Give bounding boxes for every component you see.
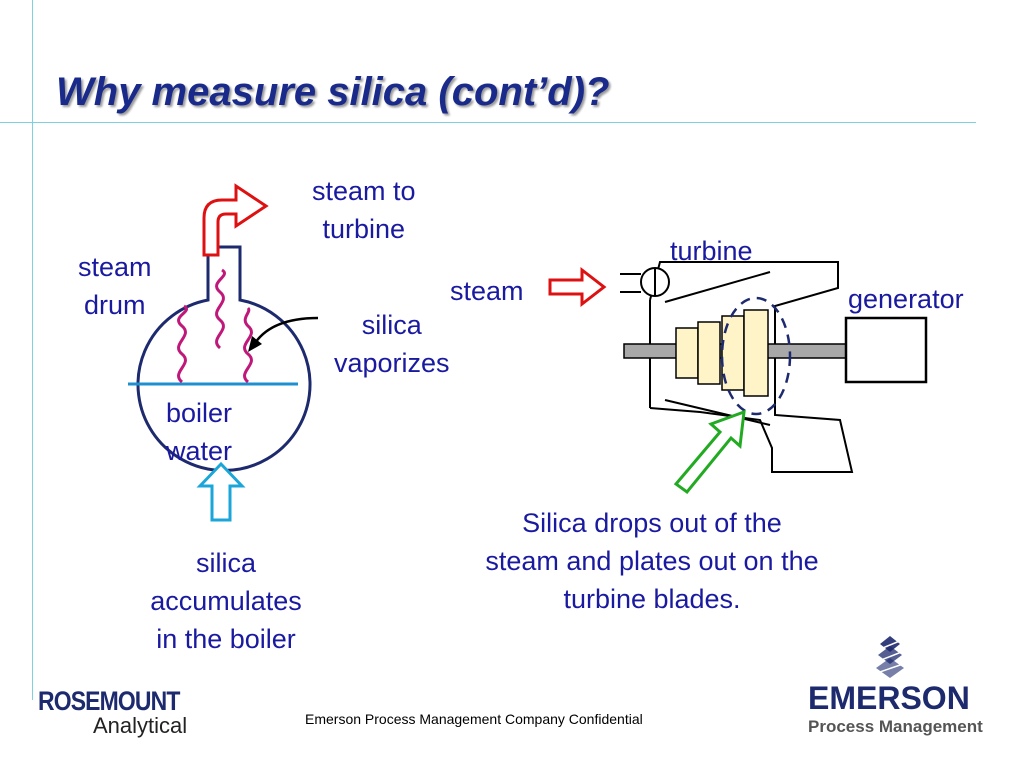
silica-accumulates-line-1: silica [195,548,256,578]
left-rule-line [32,0,33,700]
steam-wave-1 [177,304,188,384]
silica-drops-label: Silica drops out of the steam and plates… [436,504,868,618]
deposit-zone-ellipse [720,296,792,416]
silica-accumulates-label: silica accumulates in the boiler [128,544,324,658]
analytical-wordmark: Analytical [93,713,188,738]
rosemount-logo: ROSEMOUNT Analytical [38,686,205,739]
silica-input-arrow [196,461,246,522]
process-management-wordmark: Process Management [808,717,983,736]
turbine-label: turbine [670,236,753,266]
title-rule-line [0,122,976,123]
generator-label: generator [848,284,964,314]
steam-outlet-arrow [202,183,269,257]
steam-wave-2 [243,306,253,384]
rosemount-wordmark: ROSEMOUNT [38,686,180,716]
steam-wave-3 [215,268,226,350]
boiler-water-line-1: boiler [166,398,233,428]
vaporize-pointer-head [248,336,262,352]
blade-1 [675,327,699,379]
steam-to-turbine-line-2: turbine [322,214,406,244]
silica-vaporizes-label: silica vaporizes [334,306,450,382]
emerson-logo: EMERSON Process Management [808,680,983,737]
boiler-diagram [128,183,319,522]
turbine-diagram [548,261,928,495]
silica-drops-line-1: Silica drops out of the [522,508,782,538]
blade-cone-top [664,271,771,303]
turbine-casing [649,261,854,473]
silica-vaporizes-line-2: vaporizes [334,348,450,378]
emerson-emblem-icon [873,636,907,678]
blade-cone-bottom [664,399,771,426]
slide-title: Why measure silica (cont’d)? [56,70,610,114]
steam-drum-line-2: drum [84,290,146,320]
steam-inlet-arrow [548,266,607,308]
silica-drops-line-3: turbine blades. [563,584,741,614]
blade-4 [743,309,769,397]
emerson-wordmark: EMERSON [808,680,970,716]
generator-box [844,316,928,384]
steam-label: steam [450,276,524,306]
boiler-water-line-2: water [166,436,233,466]
silica-accumulates-line-2: accumulates [150,586,302,616]
footer-confidential: Emerson Process Management Company Confi… [305,711,643,727]
silica-vaporizes-line-1: silica [361,310,422,340]
silica-accumulates-line-3: in the boiler [156,624,296,654]
steam-to-turbine-label: steam to turbine [312,172,416,248]
plate-out-arrow [673,409,746,495]
steam-drum-line-1: steam [78,252,152,282]
blade-2 [697,321,721,385]
boiler-water-label: boiler water [166,394,232,470]
steam-to-turbine-line-1: steam to [312,176,416,206]
steam-drum-vessel [136,245,312,472]
steam-drum-label: steam drum [78,248,152,324]
silica-drops-line-2: steam and plates out on the [485,546,819,576]
